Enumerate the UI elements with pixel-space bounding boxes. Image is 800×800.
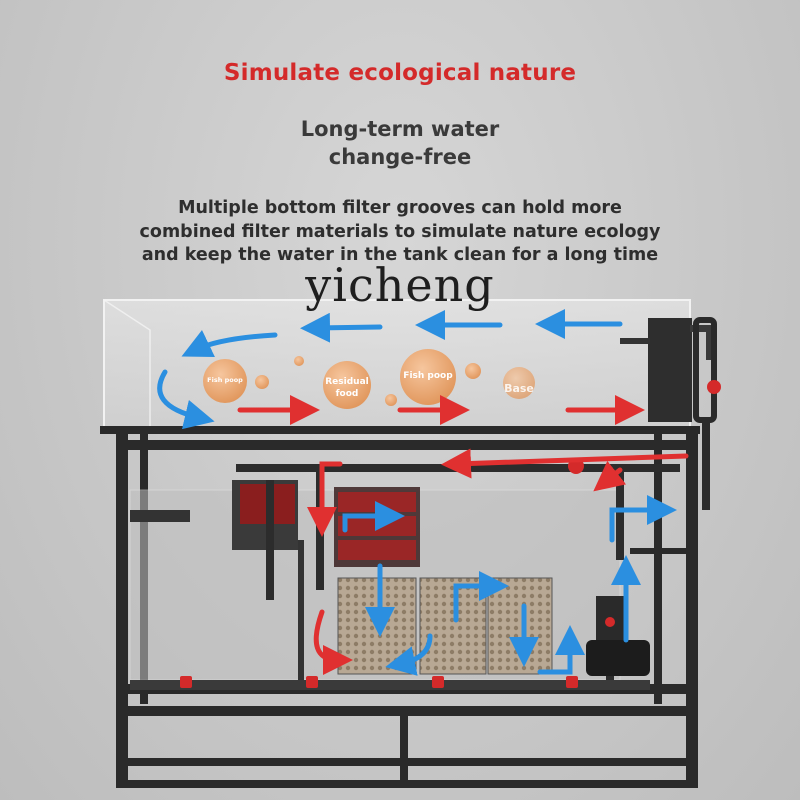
subheadline-line-1: Long-term water <box>300 117 500 141</box>
subheadline-line-2: change-free <box>328 145 472 169</box>
description-line-2: combined filter materials to simulate na… <box>139 221 661 242</box>
overflow-box <box>620 317 721 423</box>
sump-flow-arrows <box>307 448 689 676</box>
bubble-label-residual-food-1: Residual <box>325 377 368 387</box>
bubble-label-base: Base <box>504 382 534 395</box>
return-pump <box>586 596 650 676</box>
watermark: yicheng <box>305 258 495 312</box>
waste-bubbles: Fish poop Residual food Fish poop Base <box>203 349 535 409</box>
description-line-3: and keep the water in the tank clean for… <box>141 245 659 265</box>
bubble-label-fish-poop-small: Fish poop <box>207 376 243 384</box>
bubble-label-fish-poop: Fish poop <box>403 371 453 381</box>
bottom-drain <box>130 676 650 690</box>
description: Multiple bottom filter grooves can hold … <box>0 197 800 268</box>
description-line-1: Multiple bottom filter grooves can hold … <box>178 198 622 218</box>
headline: Simulate ecological nature <box>223 60 577 86</box>
tank-flow-arrows <box>157 309 645 430</box>
filter-media <box>337 577 553 675</box>
subheadline: Long-term water change-free <box>0 115 800 171</box>
bubble-label-residual-food-2: food <box>336 389 359 399</box>
